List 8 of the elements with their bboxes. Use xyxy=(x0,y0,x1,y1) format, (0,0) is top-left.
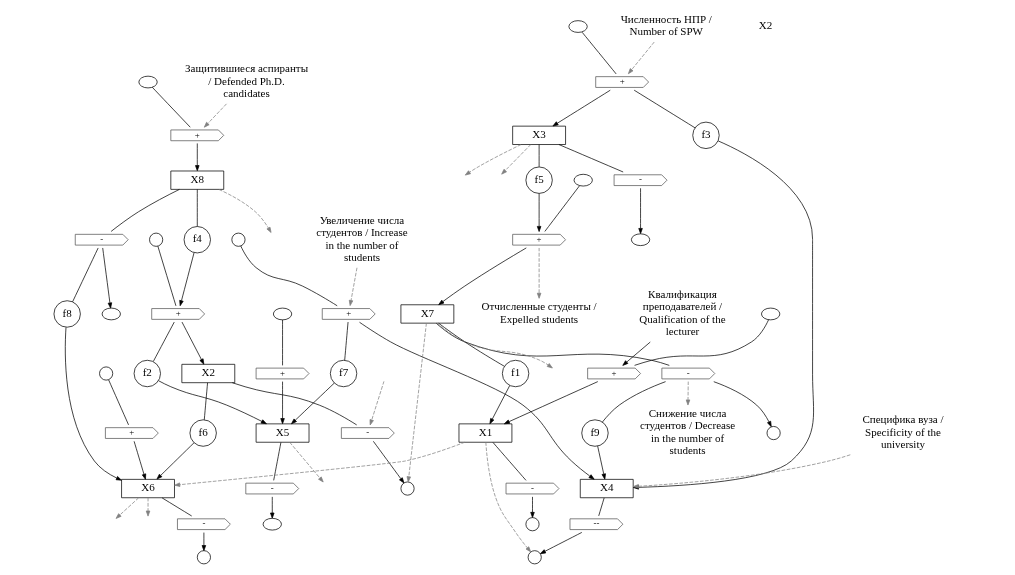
node-text: Увеличение числа студентов / Increase in the number of students xyxy=(316,213,408,264)
node-text: Защитившиеся аспиранты / Defended Ph.D. candidates xyxy=(185,62,309,100)
label: X2 xyxy=(758,19,773,32)
node-text: Специфика вуза / Specificity of the university xyxy=(862,413,944,451)
node-text: Отчисленные студенты / Expelled students xyxy=(481,300,597,325)
node-text: Численность НПР / Number of SPW xyxy=(620,12,712,38)
node-text: Снижение числа студентов / Decrease in the number of students xyxy=(640,406,736,457)
node-text: Квалификация преподавателей / Qualification of the lecturer xyxy=(639,287,726,338)
